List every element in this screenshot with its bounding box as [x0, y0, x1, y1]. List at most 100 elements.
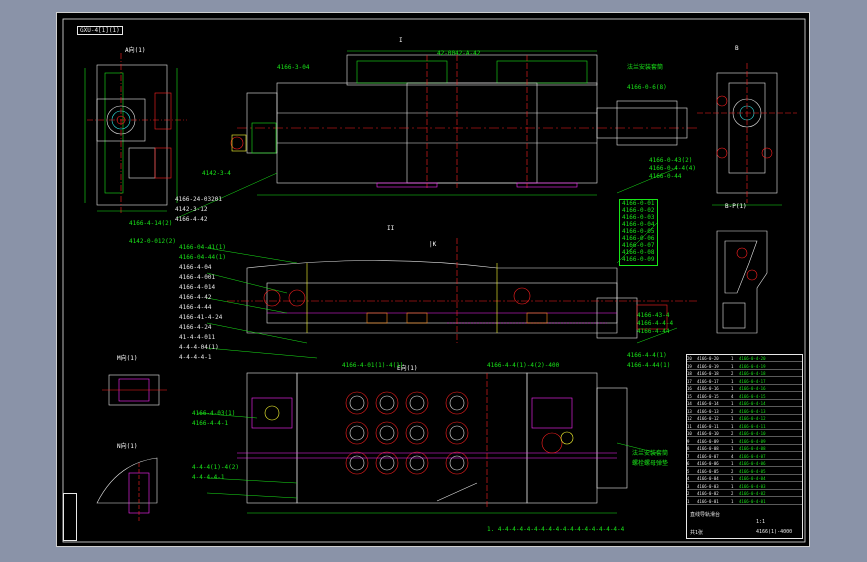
parts-table-cell: 4166-0-4-08: [739, 446, 766, 451]
parts-table-cell: 14: [687, 401, 692, 406]
right-callout-list: 4166-0-01 4166-0-02 4166-0-03 4166-0-04 …: [619, 199, 658, 266]
parts-table-cell: 2: [731, 431, 734, 436]
parts-table-cell: 4166-0-4-19: [739, 363, 766, 369]
long-section-drawing: [227, 238, 697, 343]
left-stack-2-0: 4166-4-14(2): [129, 220, 173, 227]
bottom-label-0: 4166-4-4(1): [627, 352, 667, 359]
drawing-sheet: GXU-4[1](1) A向(1) I B B-P(1) II |K E向(1)…: [56, 12, 810, 547]
left-callout-list: 4166-04-41(1) 4166-04-44(1) 4166-4-04 41…: [179, 245, 226, 365]
leader-lines: [176, 167, 678, 499]
parts-table-cell: 1: [731, 446, 734, 451]
right-mid-item: 4166-0-05: [622, 228, 655, 235]
right-mid-item: 4166-0-04: [622, 221, 655, 228]
cad-drawing-canvas: [62, 18, 806, 543]
view-a-drawing: [84, 53, 187, 213]
title-block-name: 直线导轨滑台: [690, 512, 721, 518]
parts-table-cell: 16: [687, 386, 692, 391]
parts-table-cell: 7: [687, 453, 690, 459]
right-mid-item: 4166-0-03: [622, 214, 655, 221]
callout-top-2: 4142-3-4: [202, 170, 231, 177]
parts-table-cell: 4166-0-02: [697, 491, 719, 496]
parts-table-cell: 4166-0-11: [697, 423, 719, 429]
parts-table-cell: 11: [687, 423, 692, 429]
parts-table-cell: 20: [687, 356, 692, 361]
parts-table-cell: 18: [687, 371, 692, 376]
parts-table-cell: 4166-0-4-07: [739, 453, 766, 459]
left-mid-item: 4166-4-001: [179, 274, 216, 281]
left-stack-1-2: 4166-4-42: [175, 216, 208, 223]
parts-table-cell: 3: [687, 483, 690, 489]
parts-table-cell: 4166-0-4-06: [739, 461, 766, 466]
parts-table-cell: 4: [687, 476, 690, 481]
right-mid-item: 4166-0-07: [622, 242, 655, 249]
parts-table-cell: 1: [731, 498, 734, 504]
main-body-drawing: [230, 50, 697, 196]
parts-table-row: 3 4166-0-03 1 4166-0-4-03: [687, 483, 802, 490]
parts-table-cell: 4166-0-12: [697, 416, 719, 421]
section-b-p-drawing: [716, 230, 768, 334]
parts-table-cell: 4166-0-4-03: [739, 483, 766, 489]
view-a-label: A向(1): [125, 47, 146, 54]
parts-table-cell: 1: [731, 356, 734, 361]
parts-table-cell: 6: [687, 461, 690, 466]
bottom-right-0: 法兰安装套筒: [632, 450, 669, 457]
parts-table-cell: 4166-0-4-16: [739, 386, 766, 391]
parts-table-cell: 8: [687, 446, 690, 451]
callout-top-1: 4166-3-04: [277, 64, 310, 71]
left-mid-item: 4166-4-44: [179, 304, 212, 311]
left-mid-item: 4166-4-24: [179, 324, 212, 331]
parts-table-cell: 4166-0-4-14: [739, 401, 766, 406]
parts-table-cell: 4166-0-03: [697, 483, 719, 489]
drawing-tag: GXU-4[1](1): [77, 26, 123, 35]
bottom-label-1: 4166-4-44(1): [627, 362, 671, 369]
right-top-label: B: [735, 45, 739, 52]
detail-m-drawing: [102, 374, 167, 406]
left-mid-item: 4166-04-41(1): [179, 244, 226, 251]
parts-table-cell: 1: [731, 483, 734, 489]
detail-n-label: N向(1): [117, 443, 138, 450]
parts-table-cell: 2: [731, 371, 734, 376]
parts-table-cell: 4166-0-4-11: [739, 423, 766, 429]
parts-table-cell: 4166-0-4-09: [739, 438, 766, 444]
left-stack-1-0: 4166-24-03201: [175, 196, 222, 203]
right-mid-item: 4166-0-06: [622, 235, 655, 242]
mid-center-label: II: [387, 225, 395, 232]
left-mid-item: 4166-4-014: [179, 284, 216, 291]
parts-table-cell: 4166-0-06: [697, 461, 719, 466]
parts-table-cell: 2: [731, 491, 734, 496]
bottom-left-2-1: 4-4-4-4-1: [192, 474, 225, 481]
parts-table-cell: 10: [687, 431, 692, 436]
parts-table-cell: 4166-0-4-15: [739, 393, 766, 399]
right-mid-lower-0: 4166-43-4: [637, 312, 670, 319]
top-right-list-3: 4166-0-44: [649, 173, 682, 180]
left-mid-item: 4-4-4-4-1: [179, 354, 212, 361]
parts-table-cell: 1: [731, 378, 734, 384]
callout-top-right-1: 法兰安装套筒: [627, 64, 664, 71]
top-right-list-2: 4166-0-4-4(4): [649, 165, 696, 172]
parts-table-cell: 2: [731, 408, 734, 414]
parts-table-cell: 4166-0-4-13: [739, 408, 766, 414]
right-mid-item: 4166-0-02: [622, 207, 655, 214]
title-block: 直线导轨滑台 1:1 共1张 4166(1)-4000: [686, 509, 803, 539]
bottom-note: 1. 4-4-4-4-4-4-4-4-4-4-4-4-4-4-4-4-4-4: [487, 526, 625, 533]
mid-side-label: |K: [429, 241, 437, 248]
right-mid-item: 4166-0-09: [622, 256, 655, 263]
parts-table-cell: 4166-0-15: [697, 393, 719, 399]
parts-table-cell: 1: [687, 498, 690, 504]
parts-table-cell: 4166-0-4-17: [739, 378, 766, 384]
parts-table-cell: 4166-0-17: [697, 378, 719, 384]
